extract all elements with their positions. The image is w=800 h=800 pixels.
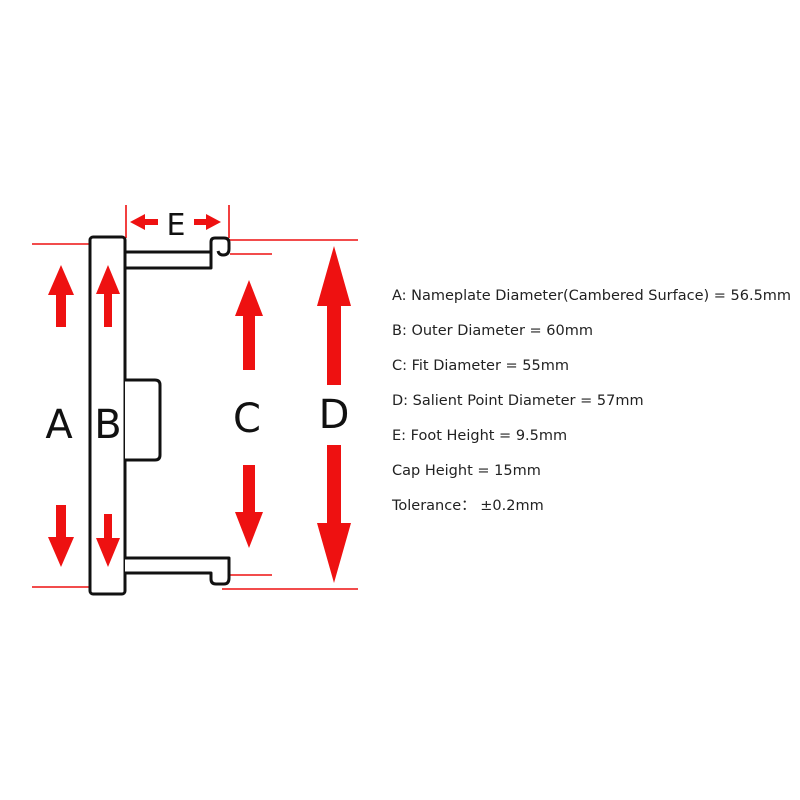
- center-boss: [125, 378, 162, 462]
- label-c: C: [233, 396, 261, 442]
- arrow-c-down: [235, 465, 263, 548]
- arrow-a-up: [48, 265, 74, 327]
- arrow-e-left: [130, 214, 158, 230]
- spec-nameplate-diameter: A: Nameplate Diameter(Cambered Surface) …: [392, 288, 792, 304]
- dimension-arrows: [48, 214, 351, 583]
- arrow-b-down: [96, 514, 120, 567]
- spec-foot-height: E: Foot Height = 9.5mm: [392, 428, 568, 444]
- bottom-clip-foot: [125, 556, 231, 586]
- spec-cap-height: Cap Height = 15mm: [392, 463, 541, 479]
- arrow-d-up: [317, 246, 351, 385]
- label-d: D: [319, 392, 350, 438]
- spec-outer-diameter: B: Outer Diameter = 60mm: [392, 323, 593, 339]
- arrow-b-up: [96, 265, 120, 327]
- top-clip-foot: [125, 236, 231, 270]
- arrow-c-up: [235, 280, 263, 370]
- spec-tolerance: Tolerance： ±0.2mm: [392, 498, 544, 514]
- spec-salient-point-diameter: D: Salient Point Diameter = 57mm: [392, 393, 644, 409]
- arrow-a-down: [48, 505, 74, 567]
- arrow-e-right: [194, 214, 221, 230]
- spec-fit-diameter: C: Fit Diameter = 55mm: [392, 358, 569, 374]
- label-e: E: [167, 208, 186, 243]
- arrow-d-down: [317, 445, 351, 583]
- specification-list: A: Nameplate Diameter(Cambered Surface) …: [392, 283, 792, 528]
- label-a: A: [45, 402, 73, 448]
- label-b: B: [94, 402, 121, 448]
- cap-cross-section: [88, 235, 231, 596]
- guide-lines: [32, 205, 358, 590]
